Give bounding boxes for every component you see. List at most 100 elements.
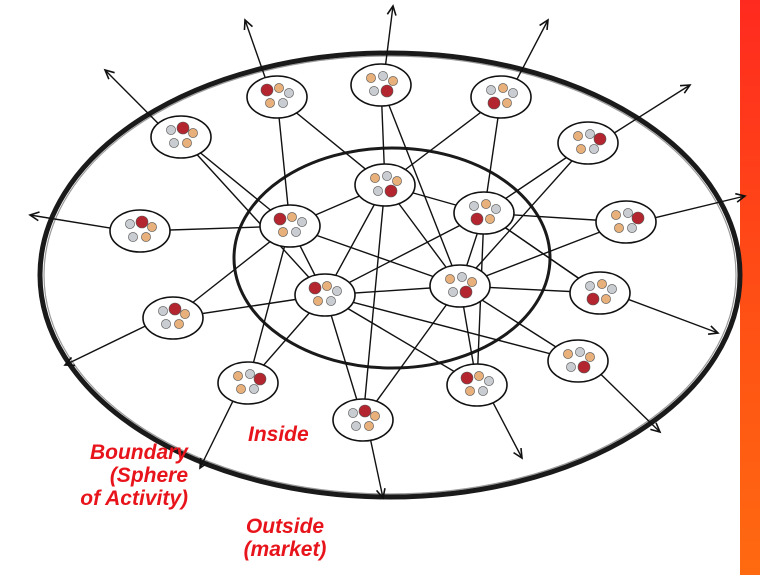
group-node <box>350 63 412 107</box>
boundary-label-line3: of Activity) <box>80 487 188 510</box>
arrow-shaft <box>64 325 146 366</box>
person-face-icon <box>176 121 190 135</box>
person-face-icon <box>348 408 358 418</box>
person-face-icon <box>382 171 392 181</box>
group-node-outline <box>453 191 515 235</box>
person-face-icon <box>597 279 607 289</box>
arrow-icon <box>628 298 720 336</box>
person-face-icon <box>491 204 501 214</box>
person-face-icon <box>364 421 374 431</box>
person-face-icon <box>563 349 573 359</box>
accent-side-bar <box>740 0 760 575</box>
person-face-icon <box>384 184 398 198</box>
arrow-head <box>513 447 523 460</box>
person-face-icon <box>169 138 179 148</box>
group-node <box>150 115 212 159</box>
group-node <box>569 271 631 315</box>
group-node <box>217 361 279 405</box>
person-face-icon <box>278 227 288 237</box>
person-face-icon <box>486 85 496 95</box>
person-face-icon <box>459 285 473 299</box>
person-face-icon <box>586 292 600 306</box>
arrow-shaft <box>29 214 111 229</box>
arrow-icon <box>492 401 523 460</box>
person-face-icon <box>469 201 479 211</box>
person-face-icon <box>287 212 297 222</box>
person-face-icon <box>180 309 190 319</box>
person-face-icon <box>623 208 633 218</box>
person-face-icon <box>485 214 495 224</box>
group-node-outline <box>595 200 657 244</box>
arrow-head <box>63 356 76 367</box>
group-node-outline <box>259 204 321 248</box>
group-node-outline <box>557 121 619 165</box>
person-face-icon <box>249 384 259 394</box>
person-face-icon <box>460 371 474 385</box>
person-face-icon <box>481 199 491 209</box>
group-node <box>109 209 171 253</box>
arrow-icon <box>63 325 146 367</box>
arrow-icon <box>199 400 234 470</box>
boundary-label: Boundary (Sphere of Activity) <box>20 441 188 510</box>
person-face-icon <box>326 296 336 306</box>
person-face-icon <box>297 217 307 227</box>
person-face-icon <box>457 272 467 282</box>
group-node <box>246 75 308 119</box>
outside-label-line2: (market) <box>243 538 327 561</box>
person-face-icon <box>260 83 274 97</box>
person-face-icon <box>253 372 267 386</box>
arrow-shaft <box>655 195 746 219</box>
person-face-icon <box>128 232 138 242</box>
group-node <box>259 204 321 248</box>
arrow-shaft <box>384 5 394 66</box>
group-node <box>557 121 619 165</box>
arrow-icon <box>600 373 662 434</box>
group-node-outline <box>354 163 416 207</box>
connection-line <box>289 225 461 287</box>
arrow-head <box>386 4 397 16</box>
person-face-icon <box>577 360 591 374</box>
person-face-icon <box>575 347 585 357</box>
person-face-icon <box>378 71 388 81</box>
arrow-head <box>650 422 662 434</box>
group-node <box>595 200 657 244</box>
person-face-icon <box>445 274 455 284</box>
person-face-icon <box>585 129 595 139</box>
group-node <box>429 264 491 308</box>
person-face-icon <box>158 306 168 316</box>
boundary-label-line1: Boundary <box>89 441 188 464</box>
group-node-outline <box>150 115 212 159</box>
arrow-head <box>375 488 386 500</box>
arrow-head <box>199 457 209 470</box>
group-node <box>470 75 532 119</box>
group-node <box>294 273 356 317</box>
connection-line <box>324 212 485 296</box>
arrow-shaft <box>199 400 234 469</box>
arrow-shaft <box>613 84 691 134</box>
person-face-icon <box>291 227 301 237</box>
person-face-icon <box>236 384 246 394</box>
person-face-icon <box>474 371 484 381</box>
person-face-icon <box>392 176 402 186</box>
group-node-outline <box>350 63 412 107</box>
arrow-icon <box>28 211 111 229</box>
connection-line <box>324 294 478 386</box>
person-face-icon <box>465 386 475 396</box>
arrow-icon <box>384 4 397 66</box>
person-face-icon <box>273 212 287 226</box>
person-face-icon <box>168 302 182 316</box>
person-face-icon <box>274 83 284 93</box>
connection-line <box>380 84 461 287</box>
connection-line <box>459 221 627 287</box>
person-face-icon <box>322 281 332 291</box>
group-node-outline <box>429 264 491 308</box>
person-face-icon <box>369 86 379 96</box>
person-face-icon <box>589 144 599 154</box>
group-node-outline <box>246 75 308 119</box>
group-node-outline <box>217 361 279 405</box>
person-face-icon <box>607 284 617 294</box>
person-face-icon <box>245 369 255 379</box>
person-face-icon <box>601 294 611 304</box>
arrow-head <box>28 211 40 222</box>
